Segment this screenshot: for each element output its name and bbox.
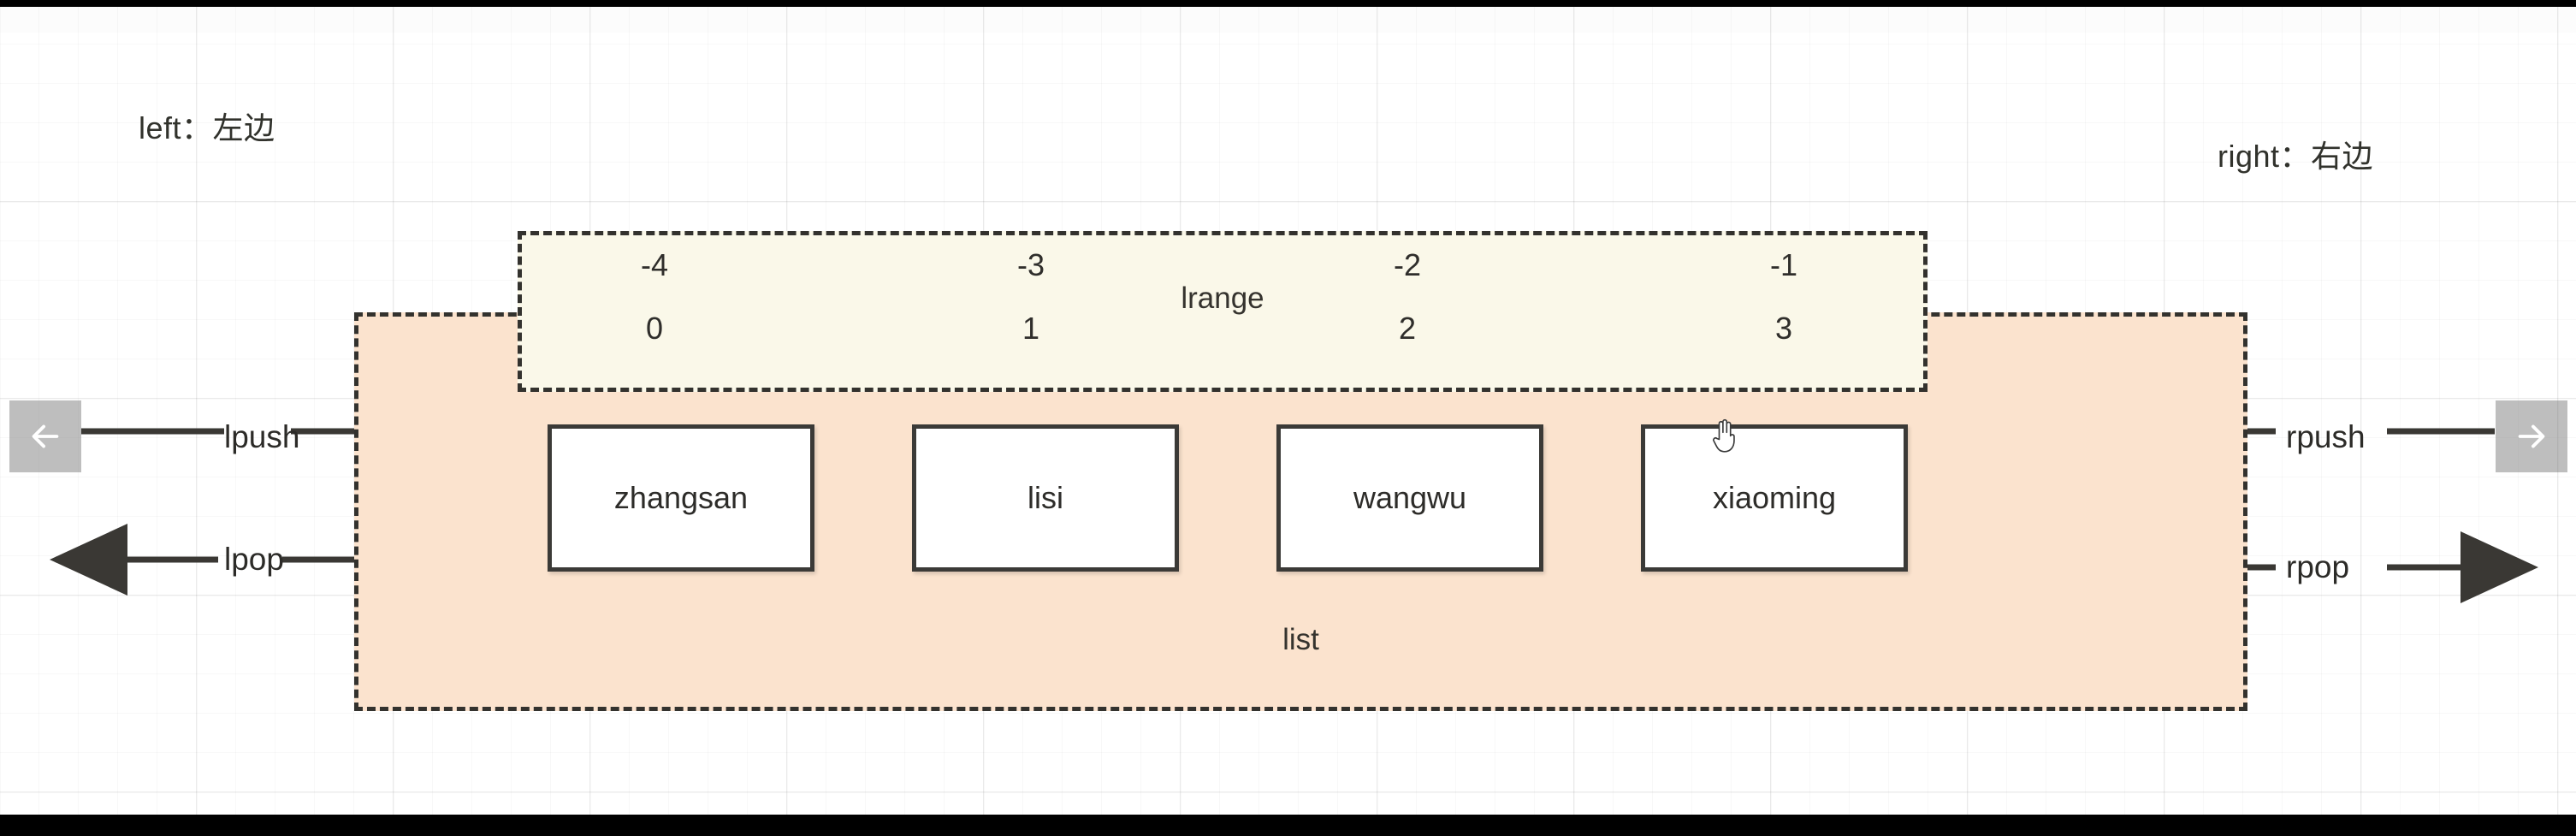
- list-container-label: list: [1282, 623, 1319, 656]
- negative-index-cell: -4: [640, 247, 668, 282]
- list-items-row: zhangsan lisi wangwu xiaoming: [548, 424, 1908, 572]
- list-item-label: zhangsan: [613, 480, 749, 515]
- lrange-container-label: lrange: [1181, 282, 1264, 315]
- list-item-label: lisi: [1027, 480, 1063, 515]
- negative-index-row: -4 -3 -2 -1: [577, 247, 1861, 283]
- negative-index-cell: -1: [1769, 247, 1797, 282]
- bottom-black-bar: [0, 815, 2576, 836]
- next-page-button[interactable]: [2496, 400, 2567, 472]
- operation-label-lpop: lpop: [224, 542, 284, 577]
- positive-index-cell: 0: [645, 311, 664, 346]
- operation-label-rpop: rpop: [2286, 549, 2350, 584]
- left-side-caption: left：左边: [139, 110, 275, 145]
- negative-index-cell: -2: [1393, 247, 1421, 282]
- operation-label-rpush: rpush: [2286, 419, 2366, 454]
- positive-index-cell: 3: [1774, 311, 1793, 346]
- list-item-box[interactable]: lisi: [912, 424, 1179, 572]
- diagram-canvas: left：左边 right：右边 list zhangsan lisi wang…: [0, 7, 2576, 815]
- positive-index-row: 0 1 2 3: [577, 311, 1861, 347]
- arrow-left-icon: [32, 424, 59, 448]
- positive-index-cell: 1: [1022, 311, 1040, 346]
- negative-index-cell: -3: [1016, 247, 1045, 282]
- arrow-right-icon: [2518, 424, 2545, 448]
- top-black-bar: [0, 0, 2576, 7]
- canvas-top-tint: [0, 7, 2576, 33]
- list-item-box[interactable]: zhangsan: [548, 424, 814, 572]
- lrange-container[interactable]: -4 -3 -2 -1 lrange 0 1 2 3: [518, 231, 1928, 392]
- list-item-box[interactable]: xiaoming: [1641, 424, 1908, 572]
- list-item-label: wangwu: [1353, 480, 1467, 515]
- list-item-box[interactable]: wangwu: [1276, 424, 1543, 572]
- list-item-label: xiaoming: [1712, 480, 1837, 515]
- previous-page-button[interactable]: [9, 400, 81, 472]
- hand-cursor: [1713, 418, 1735, 453]
- positive-index-cell: 2: [1398, 311, 1417, 346]
- right-side-caption: right：右边: [2218, 139, 2374, 174]
- operation-label-lpush: lpush: [224, 419, 300, 454]
